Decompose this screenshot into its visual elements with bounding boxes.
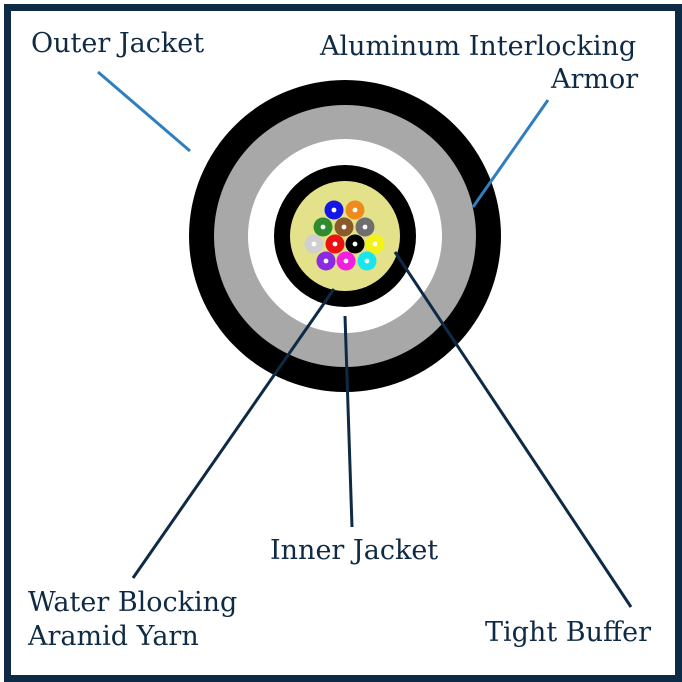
fiber-core-slate bbox=[362, 224, 368, 230]
fiber-core-violet bbox=[323, 258, 329, 264]
fiber-core-brown bbox=[341, 224, 347, 230]
fiber-core-black bbox=[352, 241, 358, 247]
outer-jacket-leader bbox=[97, 70, 191, 153]
fiber-core-rose bbox=[343, 258, 349, 264]
tight-buffer-leader bbox=[393, 251, 633, 608]
fiber-core-red bbox=[332, 241, 338, 247]
water-blocking-label-line1: Water Blocking bbox=[28, 587, 238, 618]
fiber-core-orange bbox=[352, 207, 358, 213]
armor-label-line2: Armor bbox=[551, 64, 639, 95]
fiber-core-aqua bbox=[364, 258, 370, 264]
fiber-group bbox=[304, 200, 385, 271]
armor-label-line1: Aluminum Interlocking bbox=[320, 31, 637, 62]
fiber-core-white bbox=[311, 241, 317, 247]
fiber-core-yellow bbox=[372, 241, 378, 247]
inner-jacket-label: Inner Jacket bbox=[270, 535, 439, 566]
fiber-core-blue bbox=[331, 207, 337, 213]
fiber-core-green bbox=[320, 224, 326, 230]
water-blocking-leader bbox=[131, 288, 336, 579]
armor-leader bbox=[471, 99, 550, 208]
inner-jacket-leader bbox=[343, 315, 354, 528]
tight-buffer-label: Tight Buffer bbox=[485, 617, 652, 648]
outer-jacket-label: Outer Jacket bbox=[31, 28, 205, 59]
water-blocking-label-line2: Aramid Yarn bbox=[28, 621, 199, 652]
